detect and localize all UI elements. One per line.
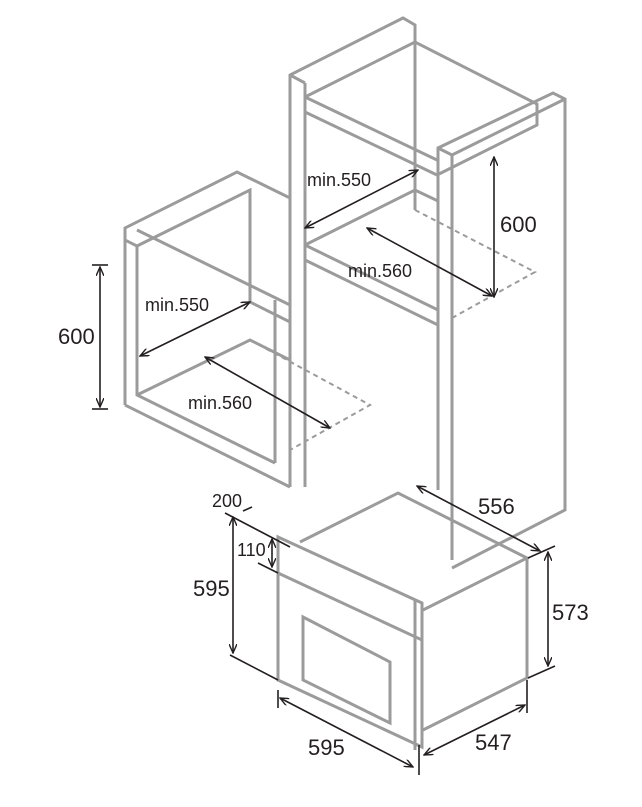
body-depth-label: 556 — [478, 494, 515, 519]
tall-cabinet — [288, 16, 567, 570]
tall-cabinet-depth-label: min.550 — [307, 170, 371, 190]
oven-window — [301, 614, 392, 726]
tall-cabinet-height-label: 600 — [500, 212, 537, 237]
body-height-label: 573 — [552, 600, 589, 625]
body-width-label: 547 — [475, 730, 512, 755]
left-cabinet — [123, 170, 373, 489]
front-width-label: 595 — [308, 735, 345, 760]
left-cabinet-height-label: 600 — [58, 324, 95, 349]
panel-offset-label: 200 — [212, 491, 242, 511]
oven — [276, 491, 531, 750]
left-cabinet-width-label: min.560 — [188, 393, 252, 413]
dimension-lines — [92, 157, 556, 775]
left-cabinet-depth-label: min.550 — [145, 295, 209, 315]
front-height-label: 595 — [193, 576, 230, 601]
panel-height-label: 110 — [237, 540, 266, 560]
tall-cabinet-width-label: min.560 — [348, 261, 412, 281]
